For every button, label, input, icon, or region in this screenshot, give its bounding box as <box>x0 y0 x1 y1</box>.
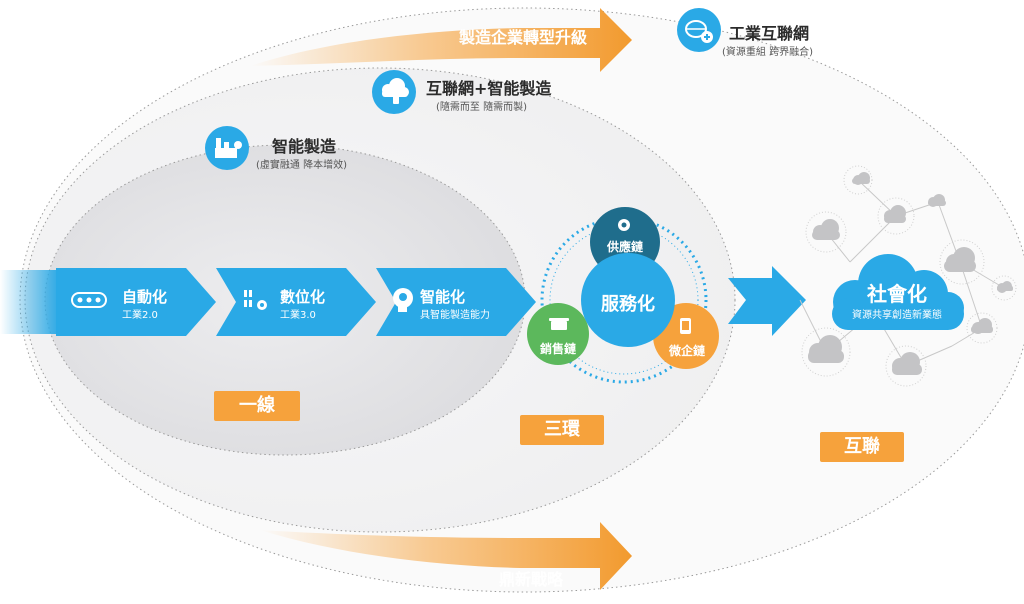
factory-icon <box>215 138 242 158</box>
digitization-subtitle: 工業3.0 <box>280 310 316 321</box>
chevron-automation <box>56 268 216 336</box>
social-cloud <box>832 254 964 330</box>
conveyor-icon <box>71 292 107 308</box>
globe-badge <box>677 8 721 52</box>
industrial-internet-title: 工業互聯網 <box>729 24 810 43</box>
left-fade-bar <box>0 270 60 334</box>
automation-title: 自動化 <box>122 288 168 306</box>
industrial-internet-subtitle: (資源重組 跨界融合) <box>722 47 813 58</box>
automation-subtitle: 工業2.0 <box>122 310 158 321</box>
digitization-title: 數位化 <box>280 288 326 306</box>
grey-clouds <box>808 172 1013 375</box>
social-subtitle: 資源共享創造新業態 <box>852 310 942 321</box>
bottom-banner-arrow <box>260 522 632 590</box>
tag-connect: 互聯 <box>820 432 904 462</box>
intelligence-subtitle: 具智能製造能力 <box>420 310 490 321</box>
tag-line: 一線 <box>214 391 300 421</box>
tag-ring: 三環 <box>520 415 604 445</box>
cloud-touch-icon <box>382 78 409 104</box>
phone-icon <box>680 318 691 334</box>
sales-chain-bubble <box>527 303 589 365</box>
basket-icon <box>549 318 569 330</box>
top-banner-arrow <box>250 8 632 72</box>
enterprise-chain-label: 微企鏈 <box>668 344 705 358</box>
internet-smart-subtitle: (隨需而至 隨需而製) <box>436 102 527 113</box>
arrow-to-social <box>728 266 806 336</box>
network-node-rings <box>801 165 1017 387</box>
intelligence-title: 智能化 <box>420 288 466 306</box>
service-center-bubble <box>581 253 675 347</box>
chevron-digitization <box>216 268 376 336</box>
top-banner-label: 製造企業轉型升級 <box>459 28 588 47</box>
smart-mfg-subtitle: (虛實融通 降本增效) <box>256 160 347 171</box>
sales-chain-label: 銷售鏈 <box>539 342 576 356</box>
network-globe-icon <box>685 20 713 43</box>
internet-smart-title: 互聯網+智能製造 <box>426 79 552 98</box>
social-title: 社會化 <box>867 282 927 306</box>
chevron-intelligence <box>376 268 536 336</box>
service-center-label: 服務化 <box>601 294 655 315</box>
supply-chain-label: 供應鏈 <box>606 240 643 254</box>
bottom-banner-label: 鼎新戰略 <box>499 570 564 589</box>
smart-mfg-title: 智能製造 <box>272 137 337 156</box>
